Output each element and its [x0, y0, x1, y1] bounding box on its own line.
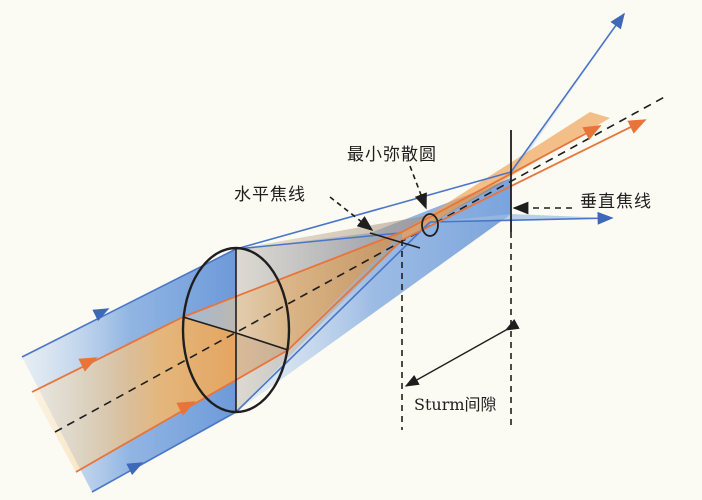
optical-axis: [54, 94, 669, 433]
vertical-focal-line-label: 垂直焦线: [580, 192, 652, 212]
least-circle-of-confusion-label: 最小弥散圆: [347, 145, 437, 165]
horizontal-focal-line: [369, 232, 421, 249]
sturm-interval-arrow: [404, 318, 520, 387]
horizontal-focal-line-label: 水平焦线: [234, 185, 306, 205]
blue-converging-cone: [236, 20, 620, 412]
least-circle-of-confusion-marker: [421, 213, 439, 237]
leader-least-circle: [409, 165, 427, 210]
lens: [181, 246, 291, 414]
incoming-orange-beam: [32, 317, 288, 472]
orange-rays: [31, 119, 647, 473]
blue-rays: [21, 12, 625, 493]
sturm-interval-label: Sturm间隙: [414, 395, 497, 414]
